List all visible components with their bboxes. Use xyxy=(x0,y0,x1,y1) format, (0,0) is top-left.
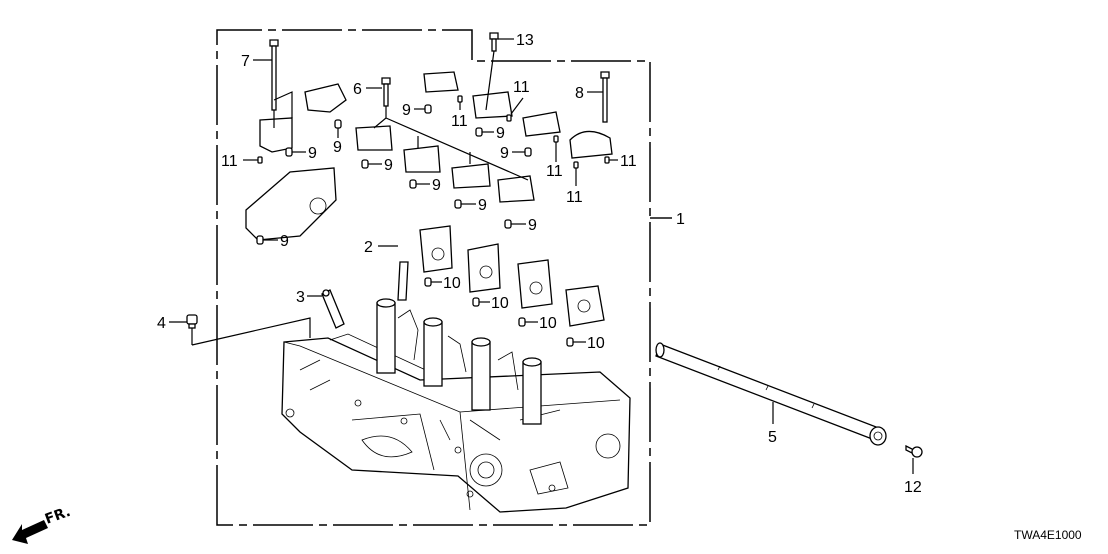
arrow-icon xyxy=(12,520,48,544)
callouts: 1 2 3 4 5 6 7 8 9 9 9 9 9 9 9 xyxy=(157,32,922,496)
callout-11[interactable]: 11 xyxy=(546,163,563,180)
callout-12[interactable]: 12 xyxy=(904,479,922,496)
callout-9[interactable]: 9 xyxy=(528,217,537,234)
callout-2[interactable]: 2 xyxy=(364,239,373,256)
callout-9[interactable]: 9 xyxy=(500,145,509,162)
callout-7[interactable]: 7 xyxy=(241,53,250,70)
callout-9[interactable]: 9 xyxy=(280,233,289,250)
camshaft-holders[interactable] xyxy=(245,71,613,327)
callout-11[interactable]: 11 xyxy=(221,153,238,170)
callout-10[interactable]: 10 xyxy=(443,275,461,292)
callout-9[interactable]: 9 xyxy=(384,157,393,174)
cylinder-head[interactable] xyxy=(281,298,631,513)
callout-9[interactable]: 9 xyxy=(333,139,342,156)
callout-4[interactable]: 4 xyxy=(157,315,166,332)
bolt-13[interactable] xyxy=(489,32,499,52)
callout-9[interactable]: 9 xyxy=(478,197,487,214)
front-direction-indicator: FR. xyxy=(12,504,73,544)
callout-11[interactable]: 11 xyxy=(451,113,468,130)
assembly-boundary xyxy=(216,29,651,526)
callout-11[interactable]: 11 xyxy=(620,153,637,170)
bolt-8[interactable] xyxy=(600,71,610,123)
callout-3[interactable]: 3 xyxy=(296,289,305,306)
dowel-pin-3[interactable] xyxy=(321,289,345,329)
dowel-pin-2[interactable] xyxy=(397,261,409,301)
callout-11[interactable]: 11 xyxy=(566,189,583,206)
callout-6[interactable]: 6 xyxy=(353,81,362,98)
callout-9[interactable]: 9 xyxy=(402,102,411,119)
cylinder-towers xyxy=(376,298,542,425)
bolt-6[interactable] xyxy=(381,77,391,107)
callout-10[interactable]: 10 xyxy=(491,295,509,312)
callout-5[interactable]: 5 xyxy=(768,429,777,446)
callout-9[interactable]: 9 xyxy=(308,145,317,162)
callout-10[interactable]: 10 xyxy=(539,315,557,332)
callout-11[interactable]: 11 xyxy=(513,79,530,96)
callout-10[interactable]: 10 xyxy=(587,335,605,352)
callout-8[interactable]: 8 xyxy=(575,85,584,102)
plug-4[interactable] xyxy=(186,314,198,329)
callout-9[interactable]: 9 xyxy=(432,177,441,194)
diagram-code: TWA4E1000 xyxy=(1014,528,1082,542)
rocker-shaft[interactable] xyxy=(655,342,887,446)
bolt-12[interactable] xyxy=(905,444,923,458)
callout-1[interactable]: 1 xyxy=(676,211,685,228)
callout-9[interactable]: 9 xyxy=(496,125,505,142)
callout-13[interactable]: 13 xyxy=(516,32,534,49)
direction-label: FR. xyxy=(43,504,73,528)
